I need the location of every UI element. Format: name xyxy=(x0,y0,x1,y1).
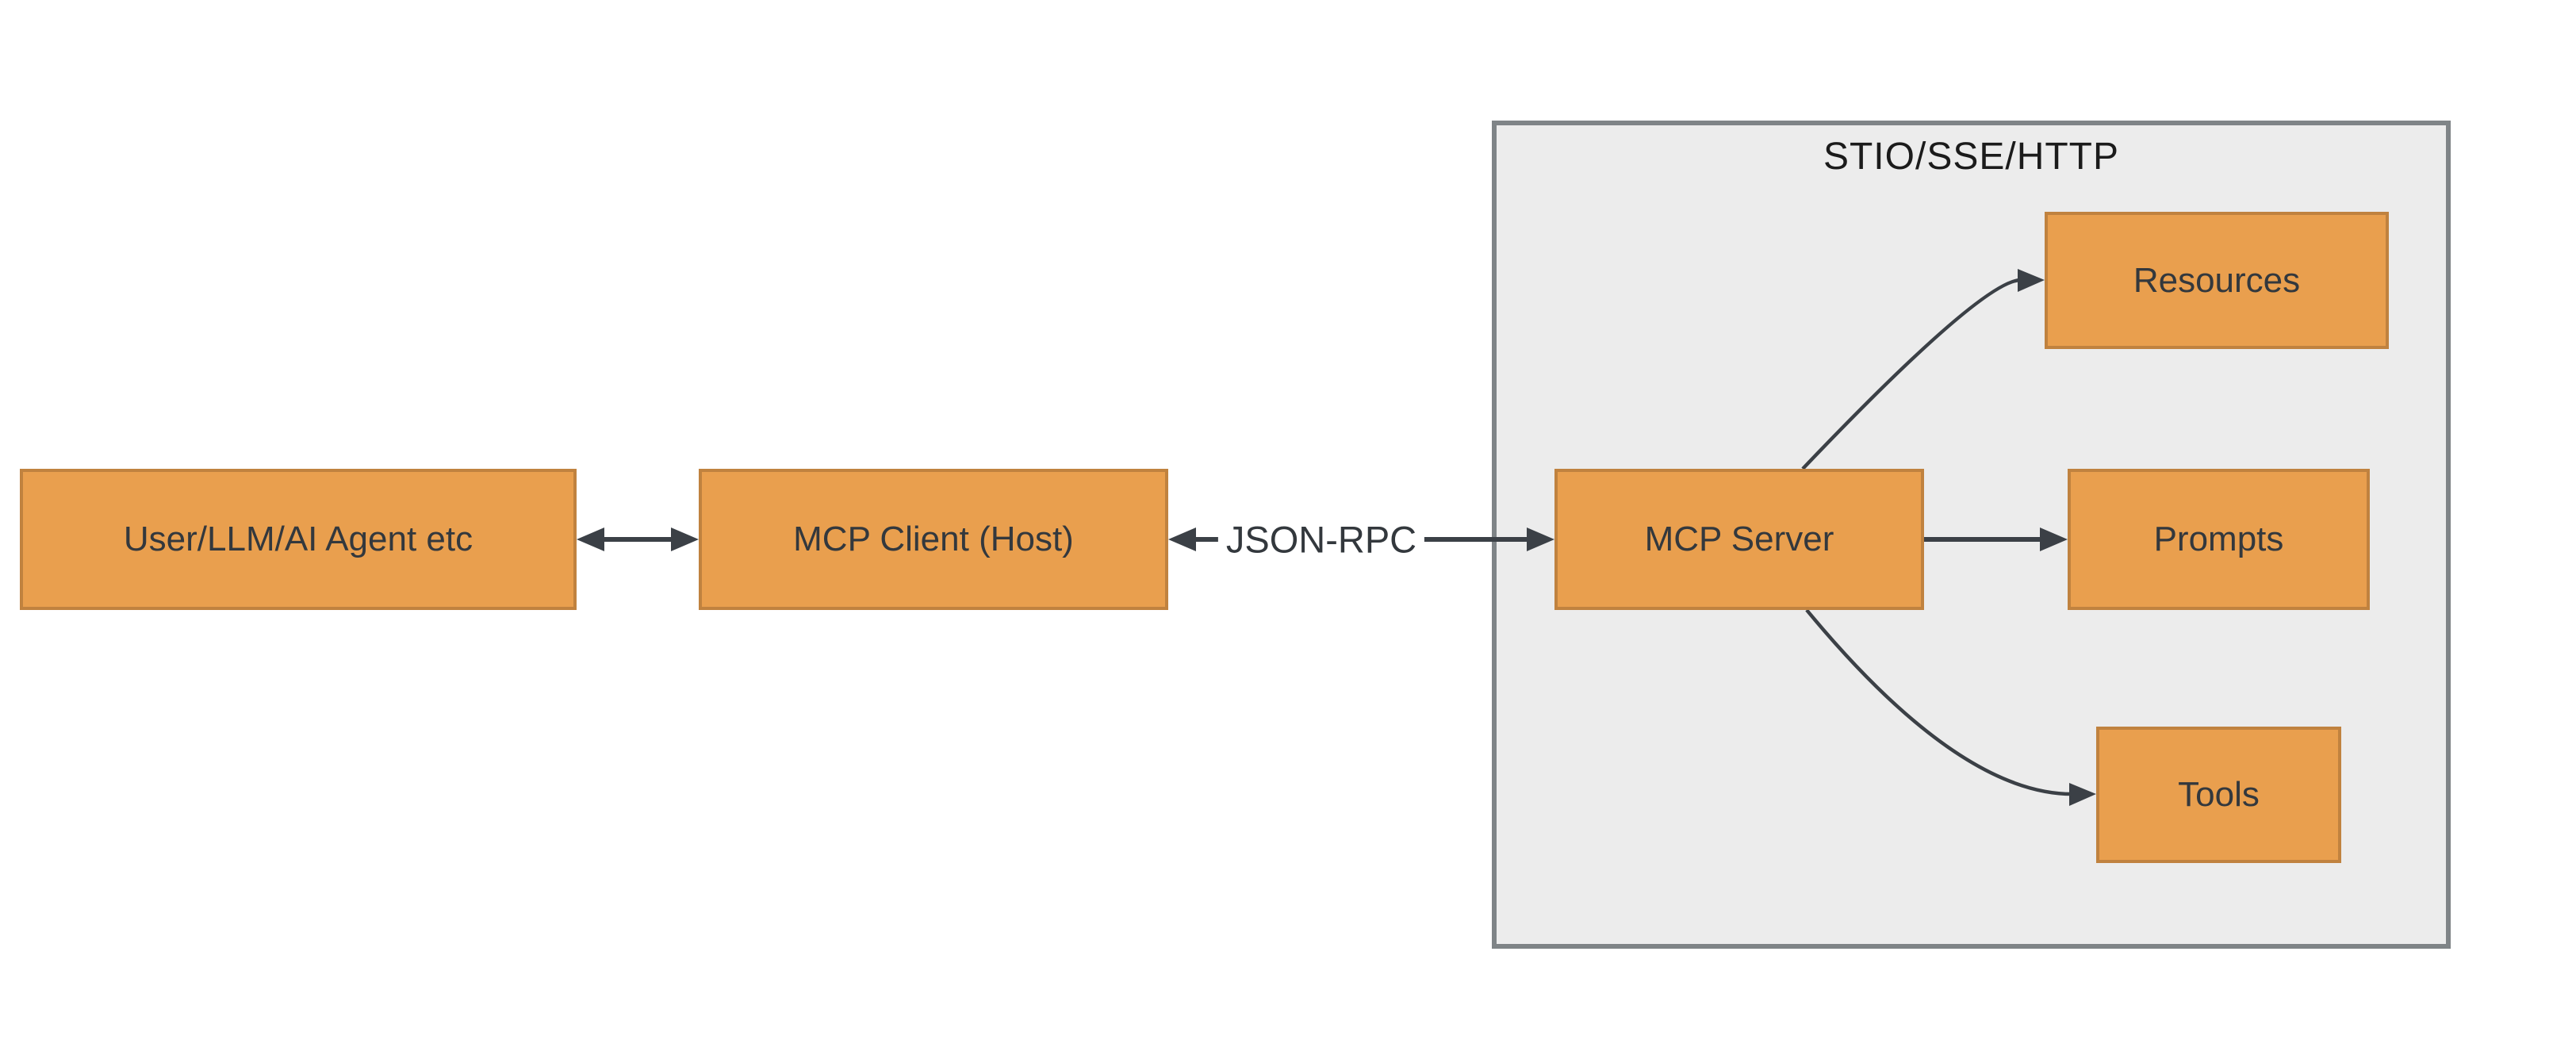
node-prompts: Prompts xyxy=(2068,469,2370,610)
node-mcp-client: MCP Client (Host) xyxy=(699,469,1168,610)
node-resources-label: Resources xyxy=(2133,260,2301,300)
edge-client-server-label: JSON-RPC xyxy=(1217,516,1425,563)
node-prompts-label: Prompts xyxy=(2153,520,2284,558)
edge-user-client-arrowhead-right-icon xyxy=(671,528,699,551)
transport-container-title: STIO/SSE/HTTP xyxy=(1823,136,2120,178)
node-resources: Resources xyxy=(2045,212,2389,349)
edge-user-client-arrowhead-left-icon xyxy=(577,528,604,551)
node-mcp-client-label: MCP Client (Host) xyxy=(793,520,1074,558)
node-mcp-server-label: MCP Server xyxy=(1644,520,1834,558)
node-user-llm-agent-label: User/LLM/AI Agent etc xyxy=(123,520,473,558)
node-tools: Tools xyxy=(2096,727,2341,863)
node-tools-label: Tools xyxy=(2178,775,2260,814)
node-mcp-server: MCP Server xyxy=(1554,469,1924,610)
edge-client-server-arrowhead-left-icon xyxy=(1168,528,1196,551)
node-user-llm-agent: User/LLM/AI Agent etc xyxy=(20,469,577,610)
